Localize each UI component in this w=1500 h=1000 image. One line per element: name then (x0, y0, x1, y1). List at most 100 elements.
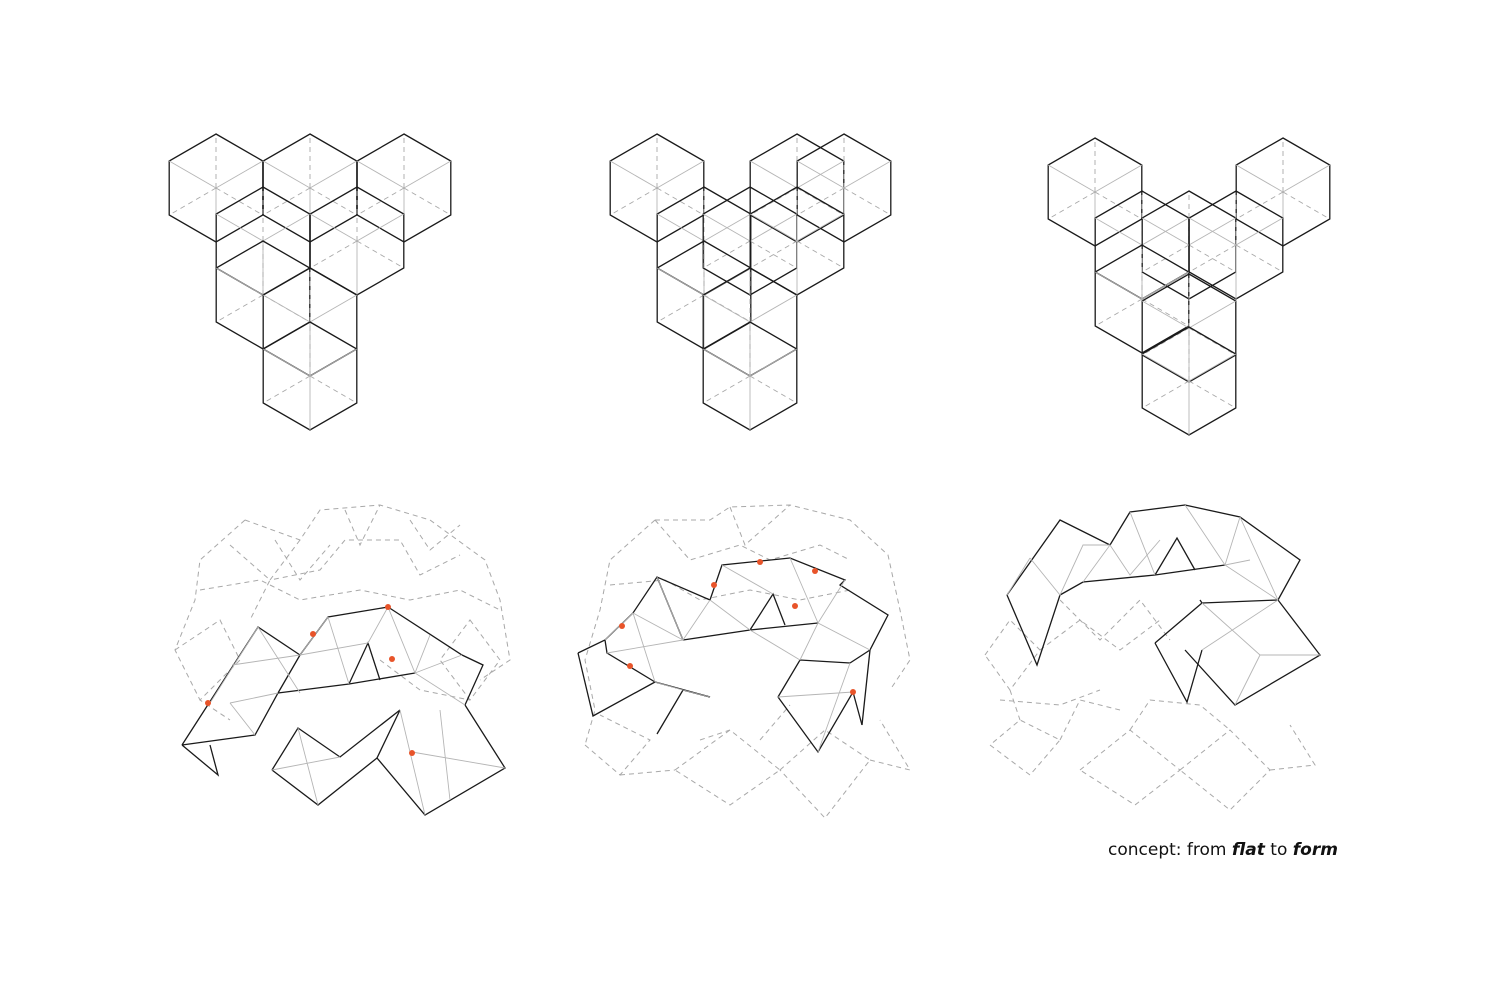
hinge-marker (619, 623, 625, 629)
dashed-fold-line (215, 187, 264, 216)
dashed-fold-line (1094, 191, 1143, 220)
hinge-marker (812, 568, 818, 574)
fold-line (1141, 217, 1190, 246)
fold-line (356, 160, 405, 189)
dashed-fold-line (702, 375, 751, 404)
flat-net-1 (168, 133, 452, 431)
hinge-marker (792, 603, 798, 609)
fold-line (403, 160, 452, 189)
caption-word-form: form (1292, 840, 1338, 860)
fold-line (1141, 353, 1190, 382)
fold-line (309, 160, 358, 189)
fold-line (1282, 164, 1331, 193)
hinge-marker (389, 656, 395, 662)
fold-line (749, 294, 798, 323)
dashed-fold-line (1235, 191, 1284, 220)
dashed-fold-line (356, 240, 405, 269)
hinge-marker (385, 604, 391, 610)
fold-line (262, 160, 311, 189)
dashed-fold-line (749, 187, 798, 216)
dashed-fold-line (403, 187, 452, 216)
flat-net-2 (609, 133, 892, 431)
fold-line (843, 160, 892, 189)
dashed-fold-line (1141, 380, 1190, 409)
fold-line (1235, 164, 1284, 193)
hinge-marker (627, 663, 633, 669)
dashed-fold-line (1094, 298, 1143, 327)
hinge-marker (711, 582, 717, 588)
fold-line (656, 267, 705, 296)
fold-line (702, 294, 751, 323)
dashed-fold-line (749, 375, 798, 404)
caption-prefix: concept: from (1108, 840, 1232, 860)
caption-middle: to (1264, 840, 1293, 860)
dashed-fold-line (1235, 244, 1284, 273)
fold-line (1094, 164, 1143, 193)
dashed-fold-line (1188, 327, 1237, 356)
dashed-fold-line (262, 375, 311, 404)
fold-line (1235, 217, 1284, 246)
fold-line (1141, 271, 1190, 300)
fold-line (702, 213, 751, 242)
fold-line (1188, 217, 1237, 246)
dashed-fold-line (796, 187, 845, 216)
fold-line (309, 213, 358, 242)
ghost-flat-grid (174, 504, 511, 721)
fold-line (262, 213, 311, 242)
folded-surface (577, 557, 889, 754)
fold-line (215, 160, 264, 189)
dashed-fold-line (309, 187, 358, 216)
fold-line (1188, 353, 1237, 382)
dashed-fold-line (168, 187, 217, 216)
ghost-flat-grid (584, 504, 912, 819)
fold-line (702, 348, 751, 377)
fold-line (1188, 300, 1237, 329)
fold-line (656, 160, 705, 189)
caption-word-flat: flat (1231, 840, 1265, 860)
dashed-fold-line (1141, 327, 1190, 356)
dashed-fold-line (1141, 298, 1190, 327)
fold-lines (1006, 504, 1320, 706)
fold-line (609, 160, 658, 189)
fold-line (749, 348, 798, 377)
fold-line (215, 267, 264, 296)
fold-line (309, 348, 358, 377)
dashed-fold-line (796, 240, 845, 269)
fold-line (656, 213, 705, 242)
hinge-markers (205, 604, 415, 756)
hinge-marker (850, 689, 856, 695)
fold-line (796, 160, 845, 189)
dashed-fold-line (843, 187, 892, 216)
concept-caption: concept: from flat to form (1108, 840, 1338, 860)
hinge-marker (757, 559, 763, 565)
fold-line (262, 294, 311, 323)
dashed-fold-line (749, 240, 798, 269)
dashed-fold-line (309, 375, 358, 404)
dashed-fold-line (656, 294, 705, 323)
ghost-flat-grid (984, 599, 1316, 811)
fold-line (1094, 271, 1143, 300)
folded-surface (1006, 504, 1321, 706)
fold-stage-1 (174, 504, 511, 816)
fold-stage-3 (984, 504, 1321, 811)
dashed-fold-line (656, 187, 705, 216)
fold-lines (604, 557, 871, 753)
fold-line (309, 294, 358, 323)
hinge-marker (409, 750, 415, 756)
fold-line (356, 213, 405, 242)
fold-line (749, 160, 798, 189)
fold-line (262, 348, 311, 377)
dashed-fold-line (215, 294, 264, 323)
fold-line (749, 213, 798, 242)
dashed-fold-line (1282, 191, 1331, 220)
fold-lines (209, 606, 506, 816)
hinge-marker (205, 700, 211, 706)
dashed-fold-line (356, 187, 405, 216)
dashed-fold-line (1188, 244, 1237, 273)
fold-line (1094, 217, 1143, 246)
fold-line (1047, 164, 1096, 193)
fold-line (215, 213, 264, 242)
flat-net-3 (1047, 137, 1331, 436)
dashed-fold-line (1047, 191, 1096, 220)
